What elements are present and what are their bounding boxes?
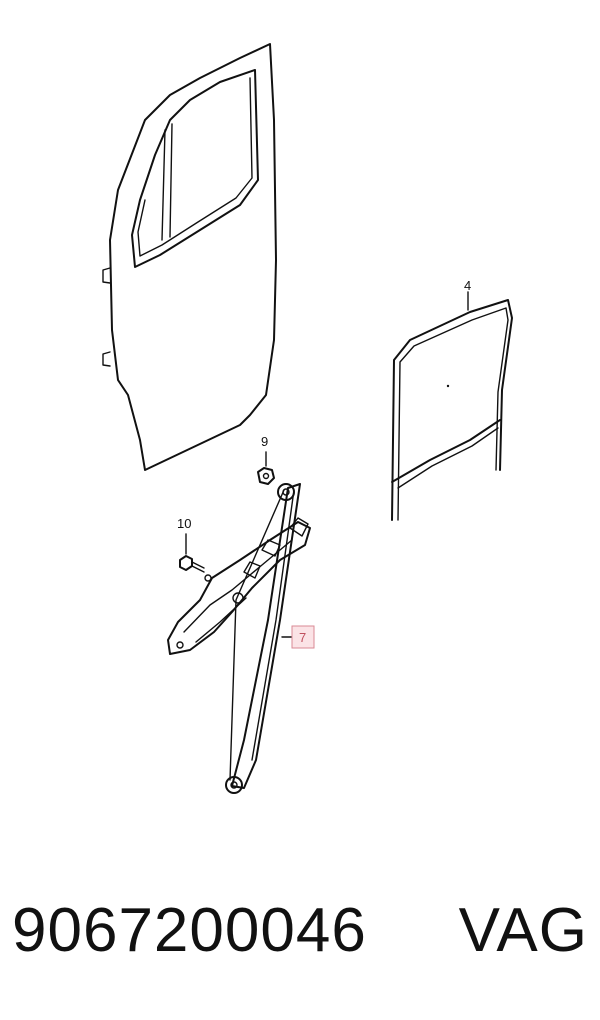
callout-7-highlight[interactable]: 7	[291, 625, 315, 649]
glass-seal	[391, 299, 513, 521]
window-regulator	[167, 483, 311, 794]
parts-exploded-diagram: 4 9 10 7	[102, 43, 513, 794]
door-panel	[102, 43, 277, 471]
callout-10-label: 10	[177, 516, 191, 531]
footer: 9067200046 VAG	[0, 895, 600, 985]
nut	[257, 451, 275, 485]
callout-7-label: 7	[299, 630, 306, 645]
brand-name: VAG	[458, 896, 588, 965]
bolt	[179, 533, 205, 573]
callout-4-label: 4	[464, 278, 471, 293]
part-number: 9067200046	[12, 896, 367, 965]
callout-9-label: 9	[261, 434, 268, 449]
